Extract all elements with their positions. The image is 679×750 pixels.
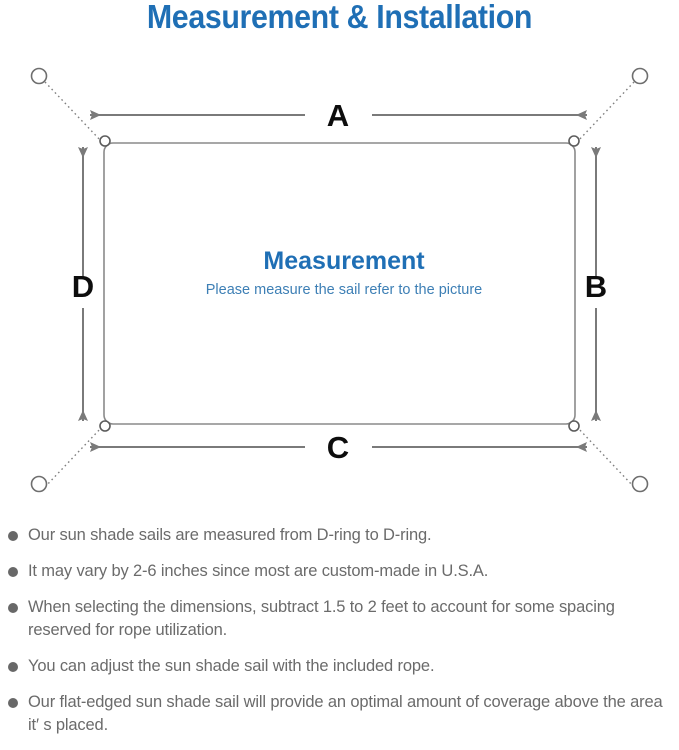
list-item: When selecting the dimensions, subtract … <box>0 596 679 642</box>
dimension-c-label: C <box>327 430 349 465</box>
dimension-a: A <box>90 98 587 133</box>
dimension-c: C <box>90 430 587 465</box>
d-rings <box>99 135 580 432</box>
sail-shape <box>103 142 576 425</box>
d-ring-bottom-right <box>568 420 580 432</box>
note-text: You can adjust the sun shade sail with t… <box>28 657 435 675</box>
d-ring-top-right <box>568 135 580 147</box>
note-text: Our flat-edged sun shade sail will provi… <box>28 693 663 734</box>
note-text: Our sun shade sails are measured from D-… <box>28 526 432 544</box>
bullet-icon <box>8 603 18 613</box>
anchor-point-bottom-left <box>30 475 48 493</box>
anchor-point-bottom-right <box>631 475 649 493</box>
diagram-center-subtitle: Please measure the sail refer to the pic… <box>206 282 482 298</box>
anchor-point-top-right <box>631 67 649 85</box>
anchor-points <box>30 67 649 493</box>
notes-list: Our sun shade sails are measured from D-… <box>0 524 679 750</box>
anchor-point-top-left <box>30 67 48 85</box>
list-item: Our sun shade sails are measured from D-… <box>0 524 679 547</box>
list-item: You can adjust the sun shade sail with t… <box>0 655 679 678</box>
dimension-d-label: D <box>72 269 94 304</box>
dimension-d: D <box>72 147 94 421</box>
rope-line-top-left <box>44 81 103 143</box>
d-ring-bottom-left <box>99 420 111 432</box>
d-ring-top-left <box>99 135 111 147</box>
measurement-diagram: A C D B Measurement Please measure the s… <box>0 46 679 516</box>
list-item: Our flat-edged sun shade sail will provi… <box>0 691 679 737</box>
bullet-icon <box>8 662 18 672</box>
page-title: Measurement & Installation <box>146 0 533 35</box>
list-item: It may vary by 2-6 inches since most are… <box>0 560 679 583</box>
bullet-icon <box>8 698 18 708</box>
bullet-icon <box>8 567 18 577</box>
dimension-b-label: B <box>585 269 607 304</box>
bullet-icon <box>8 531 18 541</box>
diagram-center-heading: Measurement <box>263 247 425 275</box>
note-text: It may vary by 2-6 inches since most are… <box>28 562 489 580</box>
dimension-a-label: A <box>327 98 349 133</box>
rope-line-bottom-left <box>44 426 103 488</box>
dimension-b: B <box>585 147 607 421</box>
note-text: When selecting the dimensions, subtract … <box>28 598 615 639</box>
rope-line-bottom-right <box>576 426 635 488</box>
rope-line-top-right <box>576 81 635 143</box>
